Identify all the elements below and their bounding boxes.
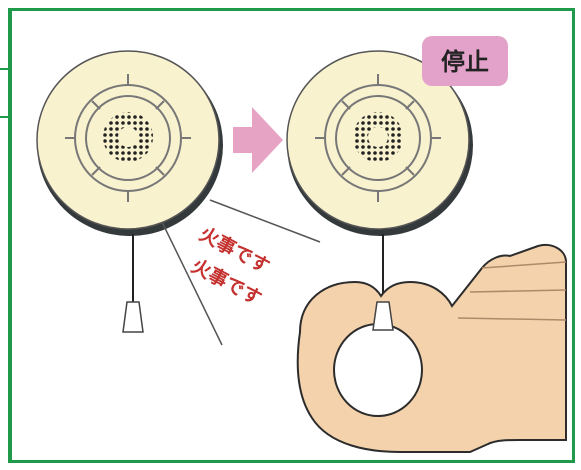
right-smoke-detector-icon	[287, 51, 473, 302]
hand-pulling-cord-icon	[298, 245, 566, 452]
alarm-text-group: 火事です 火事です	[188, 222, 274, 310]
stop-label: 停止	[441, 48, 489, 76]
right-arrow-icon	[233, 107, 283, 173]
stop-badge: 停止	[422, 36, 508, 86]
sound-lines	[162, 200, 320, 345]
